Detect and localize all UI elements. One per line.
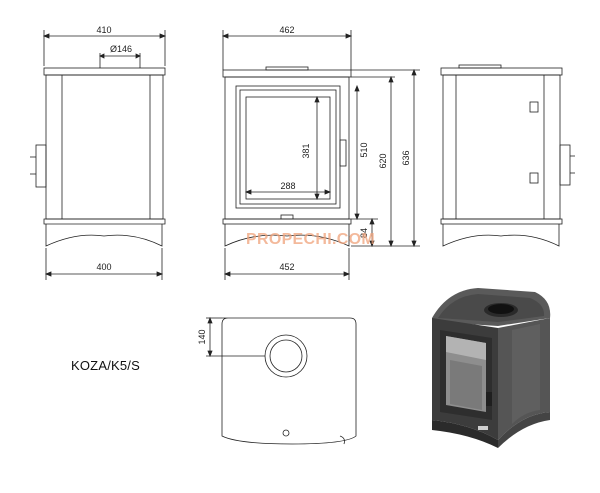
dim-636: 636 [401, 150, 411, 165]
watermark-text: PROPECHI.COM [246, 231, 375, 248]
dim-flue: Ø146 [110, 44, 132, 54]
front-view: 462 381 288 452 [221, 25, 420, 280]
stove-render [432, 288, 551, 448]
right-side-view [440, 64, 575, 247]
left-side-view: 410 Ø146 400 [30, 25, 167, 280]
dim-140: 140 [197, 329, 207, 344]
top-view: 140 [197, 316, 357, 445]
dim-452: 452 [279, 262, 294, 272]
dim-381: 381 [301, 143, 311, 158]
dim-462: 462 [279, 25, 294, 35]
dim-510: 510 [359, 142, 369, 157]
dim-620: 620 [378, 153, 388, 168]
dim-400: 400 [96, 262, 111, 272]
model-label: KOZA/K5/S [71, 358, 140, 373]
dim-288: 288 [280, 181, 295, 191]
dim-84: 84 [359, 228, 369, 238]
dim-410: 410 [96, 25, 111, 35]
